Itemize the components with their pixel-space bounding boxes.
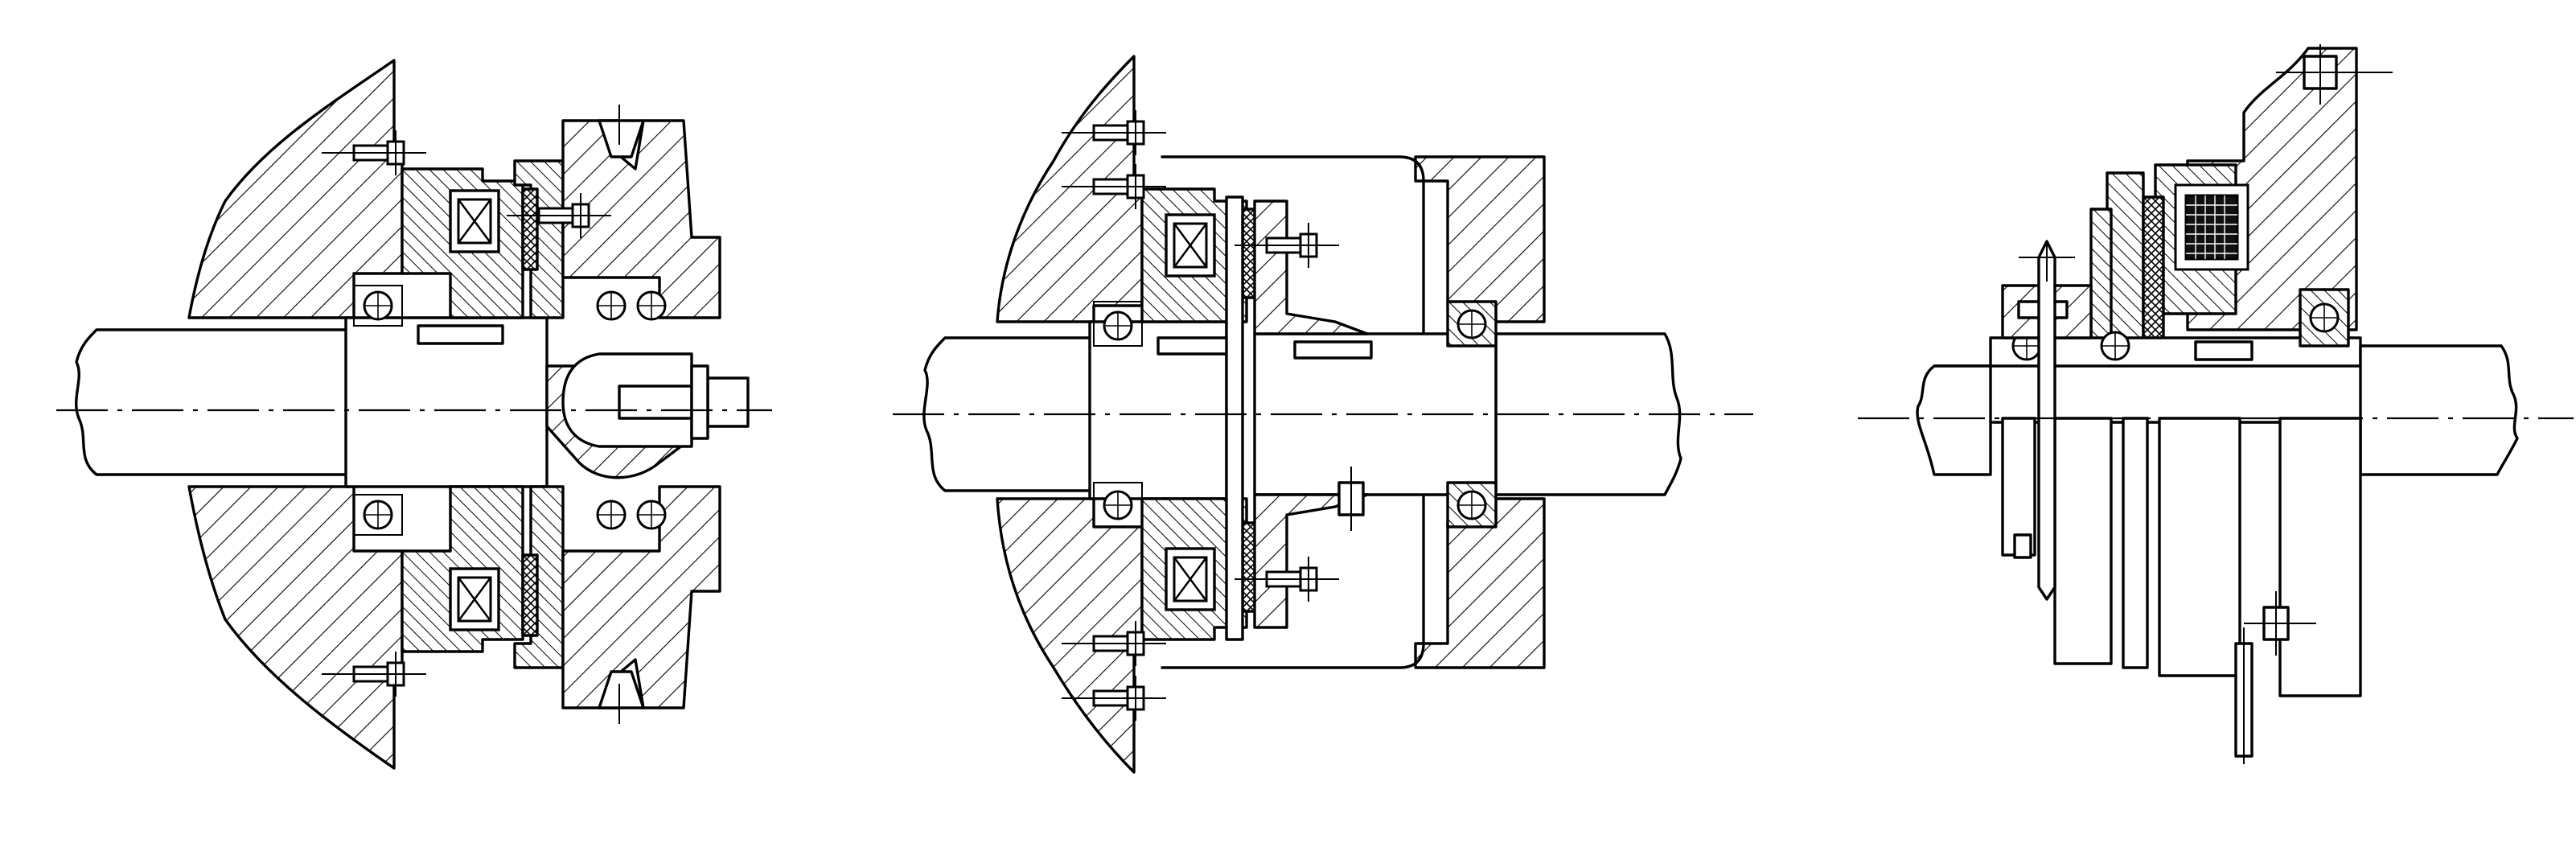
end-bolt <box>618 384 693 420</box>
disc-stack-4 <box>2158 417 2241 677</box>
view-shaft-to-shaft-clutch <box>893 55 1753 774</box>
disc-stack-3 <box>2122 417 2149 669</box>
key-right-2 <box>1293 340 1373 360</box>
bearing-race-lower-left <box>353 494 403 536</box>
housing-wall-upper <box>187 59 404 319</box>
armature-plate-3 <box>2106 171 2145 347</box>
key-left-2 <box>1157 336 1236 356</box>
key-upper <box>417 324 504 345</box>
left-housing-upper <box>996 55 1144 323</box>
disc-stack-2 <box>2053 417 2113 665</box>
pin-3 <box>2037 240 2056 601</box>
pulley-groove-upper <box>598 119 645 158</box>
view-belt-pulley-clutch <box>56 59 772 770</box>
coil-grid-3 <box>2186 195 2237 259</box>
shaft-left <box>75 328 355 476</box>
disc-stack-5 <box>2278 417 2362 697</box>
right-housing-upper <box>1414 155 1546 323</box>
armature-hub-2 <box>1253 199 1369 335</box>
disc-stack-1 <box>2001 417 2036 557</box>
end-washer <box>690 364 709 440</box>
shaft-3-outline <box>1916 364 1992 476</box>
armature-hub-lower-2 <box>1253 493 1369 629</box>
friction-plate-3 <box>2142 195 2165 347</box>
hub-sleeve <box>344 316 548 488</box>
view-flange-clutch-brake <box>1858 44 2574 764</box>
friction-lining-upper <box>521 187 539 271</box>
bearing-race-upper-left <box>353 285 403 327</box>
friction-lining-lower <box>521 553 539 637</box>
key-3 <box>2194 340 2253 361</box>
pulley-groove-lower <box>598 670 645 709</box>
housing-wall-lower <box>187 485 404 770</box>
end-bolt-head <box>706 376 750 428</box>
